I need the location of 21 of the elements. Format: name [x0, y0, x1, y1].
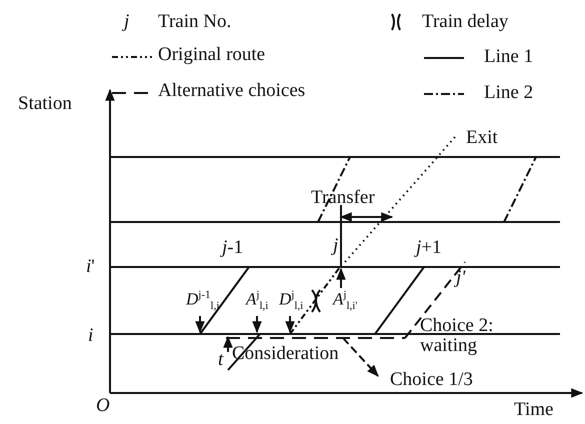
- legend-label: Line 2: [484, 83, 534, 103]
- legend-label: Train No.: [158, 12, 232, 32]
- choice-label: Choice 1/3: [390, 370, 473, 390]
- legend-label: Alternative choices: [158, 81, 306, 101]
- train-label: j+1: [416, 238, 442, 258]
- transfer-label: Transfer: [311, 188, 375, 208]
- origin-label: O: [96, 396, 110, 416]
- station-label: i': [86, 257, 95, 277]
- legend-label: Line 1: [484, 47, 534, 67]
- symbol-label: j: [124, 12, 130, 32]
- train-label: j-1: [222, 238, 244, 258]
- axis-title: Station: [18, 94, 72, 114]
- choice-label: Choice 2: waiting: [420, 316, 494, 356]
- exit-label: Exit: [466, 128, 498, 148]
- legend-label: Train delay: [422, 12, 508, 32]
- legend-label: Original route: [158, 45, 266, 65]
- train-label: j': [456, 268, 466, 288]
- station-label: i: [88, 326, 94, 346]
- axis-title: Time: [514, 400, 554, 420]
- time-label: t: [218, 350, 224, 370]
- train-label: j: [333, 236, 338, 256]
